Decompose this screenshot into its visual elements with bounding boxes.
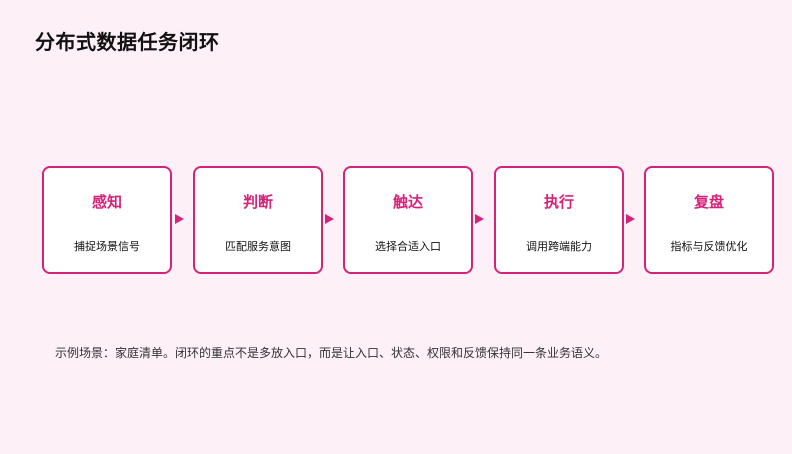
- step-description: 调用跨端能力: [526, 240, 592, 253]
- arrow-right-icon: [475, 214, 484, 224]
- example-note: 示例场景：家庭清单。闭环的重点不是多放入口，而是让入口、状态、权限和反馈保持同一…: [55, 346, 608, 360]
- arrow-right-icon: [175, 214, 184, 224]
- step-title: 感知: [91, 193, 122, 211]
- arrow-right-icon: [626, 214, 635, 224]
- step-card-judge: 判断 匹配服务意图: [193, 166, 323, 274]
- step-card-reach: 触达 选择合适入口: [343, 166, 473, 274]
- step-card-execute: 执行 调用跨端能力: [494, 166, 624, 274]
- step-description: 指标与反馈优化: [670, 240, 748, 253]
- step-title: 触达: [392, 193, 423, 211]
- step-title: 执行: [543, 193, 574, 211]
- step-description: 选择合适入口: [375, 240, 441, 253]
- step-card-review: 复盘 指标与反馈优化: [644, 166, 774, 274]
- step-description: 捕捉场景信号: [74, 240, 140, 253]
- step-card-sense: 感知 捕捉场景信号: [42, 166, 172, 274]
- step-title: 判断: [242, 193, 273, 211]
- step-description: 匹配服务意图: [225, 240, 291, 253]
- page-title: 分布式数据任务闭环: [35, 30, 220, 54]
- arrow-right-icon: [325, 214, 334, 224]
- step-title: 复盘: [693, 193, 724, 211]
